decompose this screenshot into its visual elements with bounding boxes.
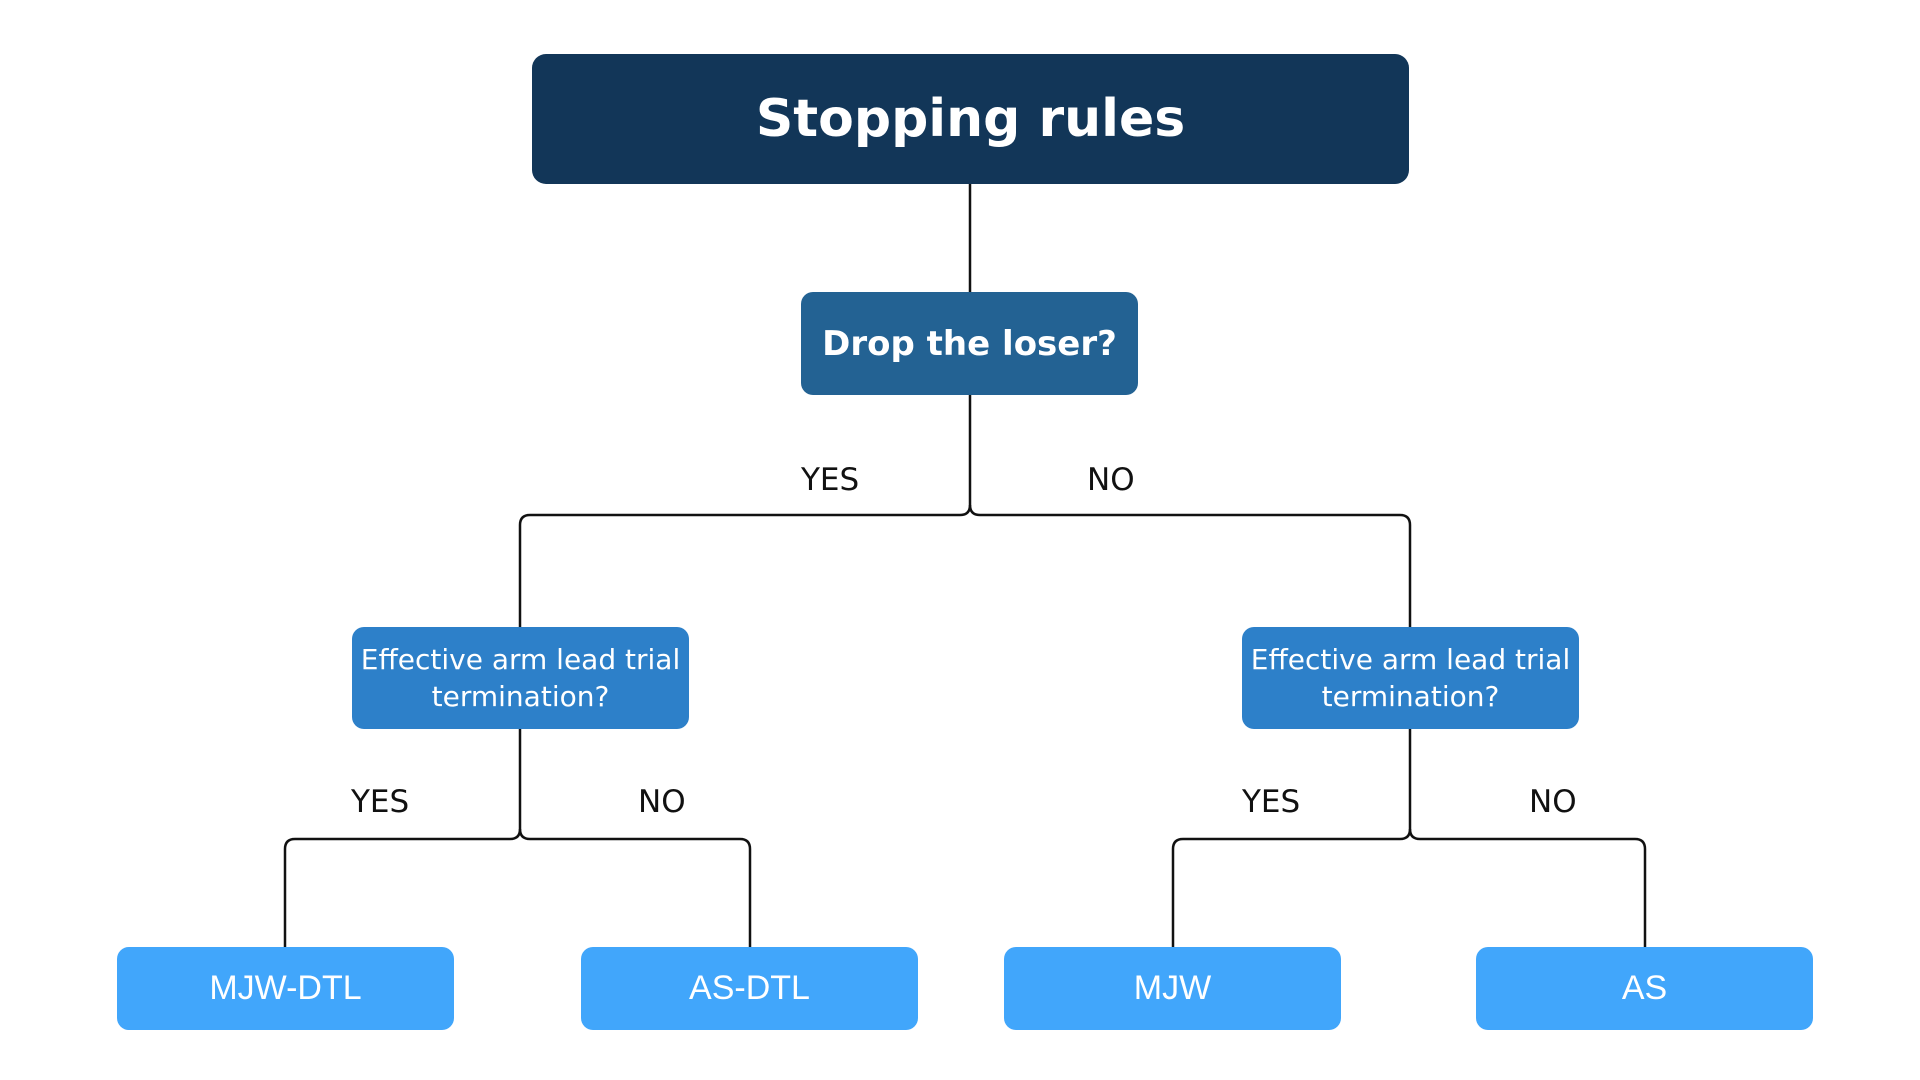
connector-drop-loser-to-yes-branch <box>518 395 972 627</box>
decision-drop-the-loser-text: Drop the loser? <box>822 323 1117 364</box>
edge-label-top-no: NO <box>1087 462 1135 498</box>
decision-effective-arm-left: Effective arm lead trial termination? <box>352 627 689 729</box>
outcome-as: AS <box>1476 947 1813 1030</box>
decision-effective-arm-left-text: Effective arm lead trial termination? <box>360 643 681 713</box>
outcome-mjw-label: MJW <box>1133 969 1212 1007</box>
decision-effective-arm-right-text: Effective arm lead trial termination? <box>1250 643 1571 713</box>
outcome-mjw: MJW <box>1004 947 1341 1030</box>
connector-drop-loser-to-no-branch <box>968 504 1412 627</box>
edge-label-top-yes: YES <box>801 462 860 498</box>
title-box: Stopping rules <box>532 54 1409 184</box>
connector-right-question-to-no-branch <box>1408 828 1647 947</box>
outcome-as-label: AS <box>1621 969 1668 1007</box>
connector-left-question-to-no-branch <box>518 828 752 947</box>
edge-label-left-yes: YES <box>351 784 410 820</box>
decision-effective-arm-right: Effective arm lead trial termination? <box>1242 627 1579 729</box>
diagram-title: Stopping rules <box>755 89 1186 149</box>
connector-right-question-to-yes-branch <box>1171 729 1412 947</box>
outcome-as-dtl-label: AS-DTL <box>689 969 810 1007</box>
outcome-as-dtl: AS-DTL <box>581 947 918 1030</box>
outcome-mjw-dtl: MJW-DTL <box>117 947 454 1030</box>
connector-left-question-to-yes-branch <box>283 729 522 947</box>
edge-label-left-no: NO <box>638 784 686 820</box>
edge-label-right-no: NO <box>1529 784 1577 820</box>
decision-drop-the-loser: Drop the loser? <box>801 292 1138 395</box>
outcome-mjw-dtl-label: MJW-DTL <box>209 969 362 1007</box>
edge-label-right-yes: YES <box>1242 784 1301 820</box>
